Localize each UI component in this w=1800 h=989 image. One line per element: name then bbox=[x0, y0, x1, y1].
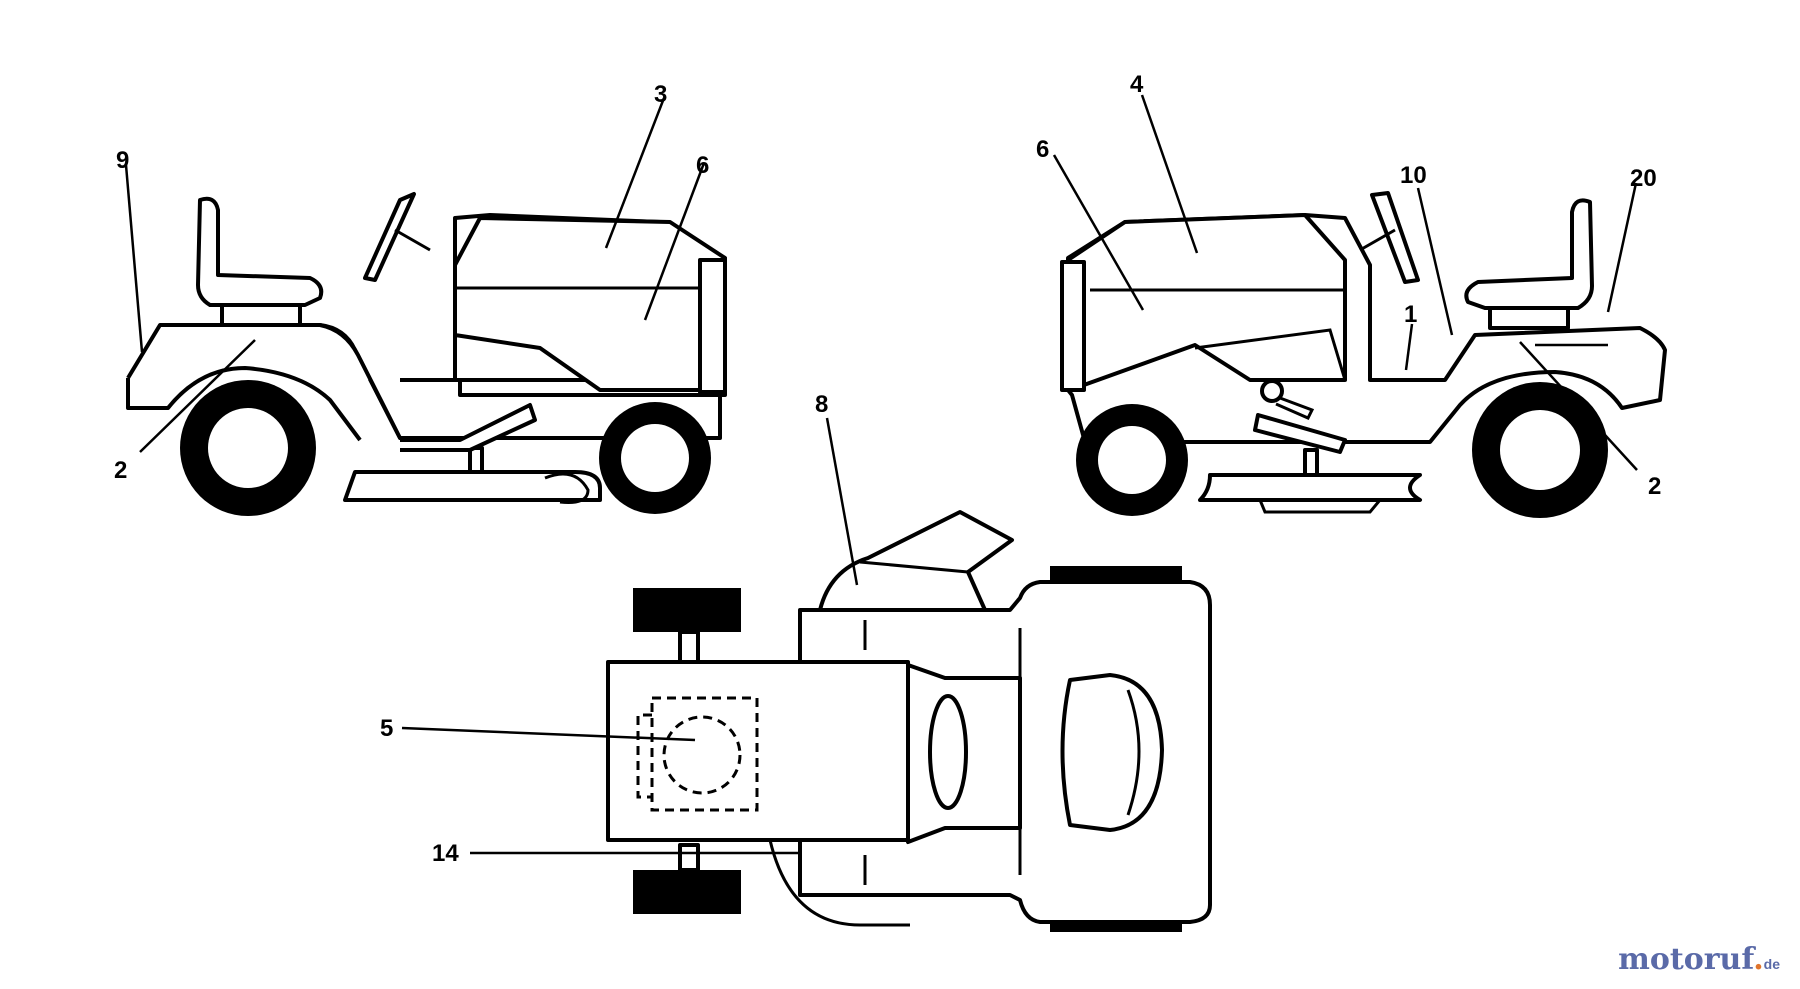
discharge-chute-top bbox=[818, 510, 1014, 612]
deck-chute-left bbox=[544, 472, 590, 504]
seat-left bbox=[196, 196, 324, 307]
watermark-logo: motoruf.de bbox=[1618, 942, 1780, 977]
seat-top bbox=[1060, 673, 1164, 832]
callout-10: 10 bbox=[1400, 162, 1427, 189]
seat-base-left bbox=[220, 303, 302, 327]
steering-wheel-top bbox=[928, 694, 968, 810]
engine-outline-top bbox=[650, 696, 759, 812]
callout-3: 3 bbox=[654, 81, 667, 108]
callout-5: 5 bbox=[380, 715, 393, 742]
lever-knob-right bbox=[1260, 379, 1284, 403]
tractor-left-side-view: 3 6 9 2 bbox=[114, 81, 727, 516]
steering-wheel-right bbox=[1370, 191, 1420, 284]
callout-2: 2 bbox=[114, 457, 127, 484]
seat-right bbox=[1464, 198, 1594, 310]
deck-outline-top bbox=[768, 839, 910, 927]
callout-1: 1 bbox=[1404, 301, 1417, 328]
callout-6: 6 bbox=[696, 152, 709, 179]
tractor-top-view: 8 5 14 bbox=[380, 391, 1212, 932]
frame-left bbox=[126, 323, 722, 440]
callout-9: 9 bbox=[116, 147, 129, 174]
callout-20: 20 bbox=[1630, 165, 1657, 192]
mower-deck-left bbox=[343, 470, 602, 502]
grille-left bbox=[698, 258, 727, 394]
callout-6-right: 6 bbox=[1036, 136, 1049, 163]
watermark-tld: de bbox=[1763, 956, 1780, 972]
steering-wheel-left bbox=[363, 192, 416, 282]
tractor-right-side-view: 4 6 10 20 1 2 bbox=[1036, 71, 1667, 518]
deck-mount-right bbox=[1303, 448, 1319, 477]
seat-base-right bbox=[1488, 306, 1570, 330]
engine-cap-top bbox=[662, 715, 742, 795]
callout-14: 14 bbox=[432, 840, 459, 867]
callout-4: 4 bbox=[1130, 71, 1144, 98]
deck-mount-left bbox=[468, 446, 484, 474]
watermark-text: motoruf bbox=[1618, 942, 1754, 977]
front-wheel-top-upper bbox=[633, 588, 741, 632]
front-wheel-top-lower bbox=[633, 870, 741, 914]
grille-right bbox=[1060, 260, 1086, 392]
pedal-left bbox=[400, 403, 537, 452]
watermark-dot: . bbox=[1753, 942, 1764, 977]
hood-right bbox=[1066, 213, 1347, 392]
mower-deck-right bbox=[1198, 473, 1422, 502]
callout-8: 8 bbox=[815, 391, 828, 418]
callout-2-right: 2 bbox=[1648, 473, 1661, 500]
pedal-right bbox=[1253, 413, 1347, 454]
